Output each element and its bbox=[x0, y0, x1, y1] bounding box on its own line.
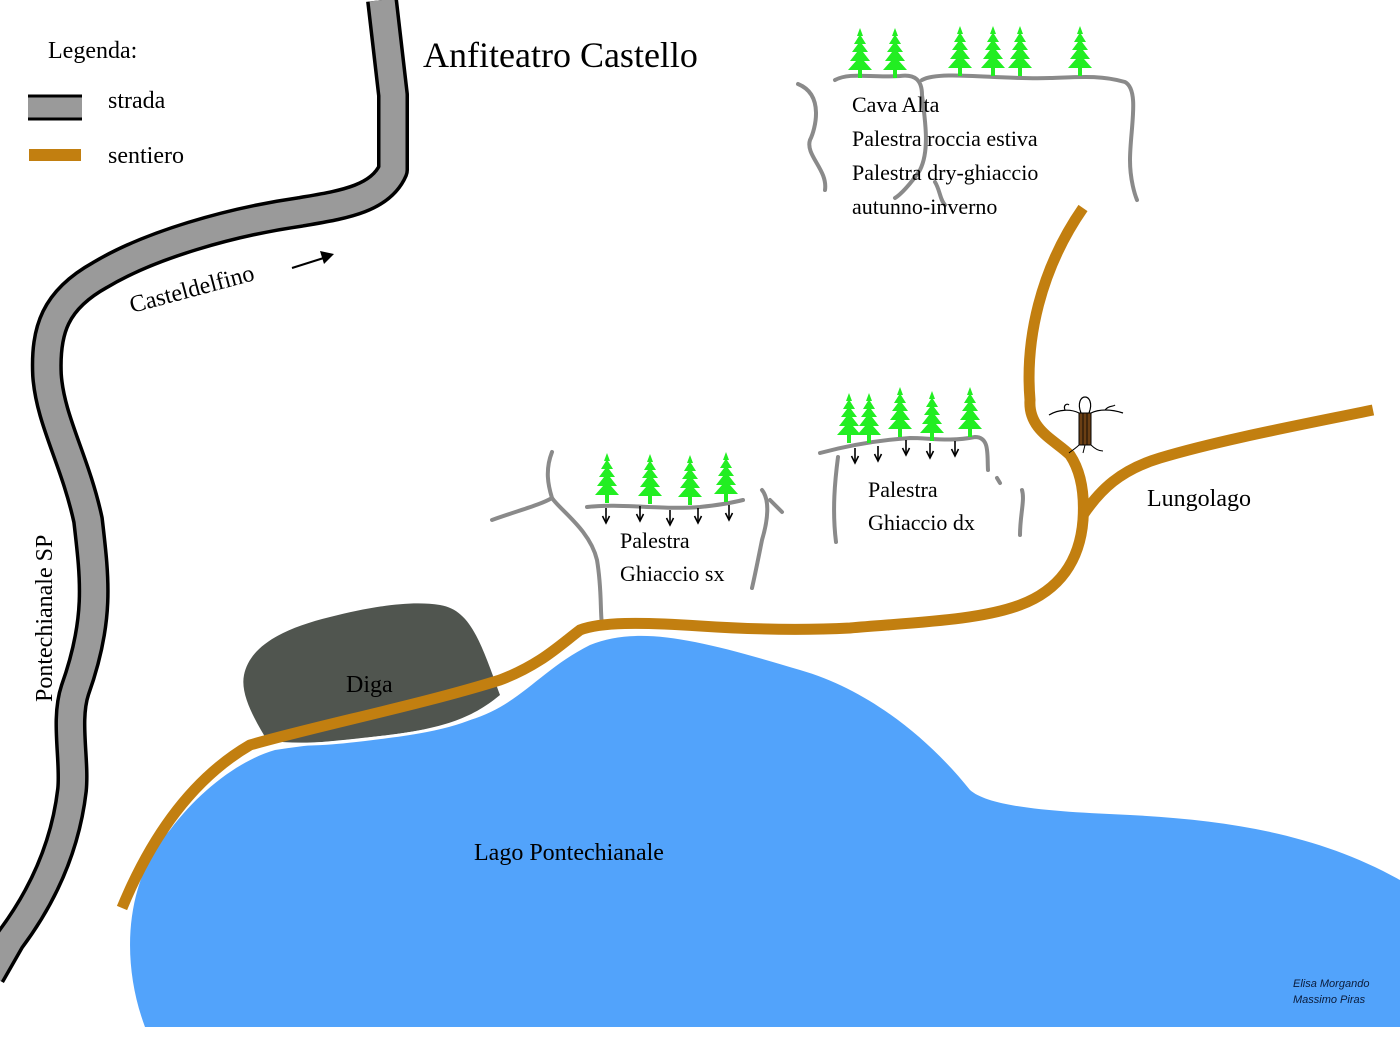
tree-icon bbox=[595, 453, 619, 503]
credit-line: Massimo Piras bbox=[1293, 994, 1366, 1006]
legend-road-swatch bbox=[28, 95, 82, 119]
down-arrow-icon bbox=[950, 440, 960, 457]
down-arrow-icon bbox=[724, 504, 734, 521]
sector-ghiaccio-sx: Palestra Ghiaccio sx bbox=[620, 528, 724, 586]
tree-group-cava-alta bbox=[848, 26, 1092, 78]
down-arrow-icon bbox=[901, 439, 911, 456]
tree-icon bbox=[857, 393, 881, 443]
tree-icon bbox=[638, 454, 662, 504]
down-arrow-icon bbox=[925, 442, 935, 459]
tree-icon bbox=[714, 452, 738, 502]
lake bbox=[130, 635, 1400, 1027]
sector-line: Palestra dry-ghiaccio bbox=[852, 160, 1038, 185]
tree-icon bbox=[848, 28, 872, 78]
dam bbox=[243, 603, 501, 744]
tree-icon bbox=[678, 455, 702, 505]
tree-icon bbox=[883, 28, 907, 78]
landmark-tree-icon bbox=[1048, 396, 1124, 454]
tree-icon bbox=[1008, 26, 1032, 76]
sector-line: Ghiaccio sx bbox=[620, 561, 724, 586]
legend-road-label: strada bbox=[108, 88, 166, 114]
lake-label: Lago Pontechianale bbox=[474, 840, 664, 866]
road-name-label: Pontechianale SP bbox=[32, 535, 58, 702]
down-arrow-icon bbox=[873, 445, 883, 462]
tree-icon bbox=[948, 26, 972, 76]
tree-group-ghiaccio-sx bbox=[595, 452, 738, 505]
sector-line: Palestra roccia estiva bbox=[852, 126, 1038, 151]
lakeside-label: Lungolago bbox=[1147, 486, 1251, 512]
sector-line: Ghiaccio dx bbox=[868, 510, 975, 535]
down-arrow-icon bbox=[693, 507, 703, 524]
tree-group-ghiaccio-dx bbox=[837, 387, 982, 443]
legend-heading: Legenda: bbox=[48, 38, 137, 64]
credits: Elisa Morgando Massimo Piras bbox=[1293, 978, 1369, 1006]
legend: Legenda: strada sentiero bbox=[28, 38, 184, 169]
down-arrow-icon bbox=[850, 447, 860, 464]
sector-line: Cava Alta bbox=[852, 92, 940, 117]
legend-trail-label: sentiero bbox=[108, 143, 184, 169]
map-title: Anfiteatro Castello bbox=[423, 35, 698, 75]
direction-arrow-icon bbox=[291, 251, 334, 269]
trail-sentiero bbox=[116, 204, 1375, 911]
sector-line: Palestra bbox=[868, 477, 938, 502]
sector-line: Palestra bbox=[620, 528, 690, 553]
down-arrow-icon bbox=[665, 509, 675, 526]
tree-icon bbox=[920, 391, 944, 441]
down-arrow-icon bbox=[601, 507, 611, 524]
dam-label: Diga bbox=[346, 672, 393, 698]
tree-icon bbox=[837, 393, 861, 443]
tree-icon bbox=[958, 387, 982, 437]
rock-outlines bbox=[490, 73, 1139, 627]
legend-trail-swatch bbox=[29, 149, 81, 161]
tree-icon bbox=[981, 26, 1005, 76]
road-strada bbox=[0, 0, 409, 983]
tree-icon bbox=[1068, 26, 1092, 76]
sector-cava-alta: Cava Alta Palestra roccia estiva Palestr… bbox=[852, 92, 1038, 219]
credit-line: Elisa Morgando bbox=[1293, 978, 1369, 990]
sector-ghiaccio-dx: Palestra Ghiaccio dx bbox=[868, 477, 975, 535]
sector-line: autunno-inverno bbox=[852, 194, 997, 219]
tree-icon bbox=[888, 387, 912, 437]
